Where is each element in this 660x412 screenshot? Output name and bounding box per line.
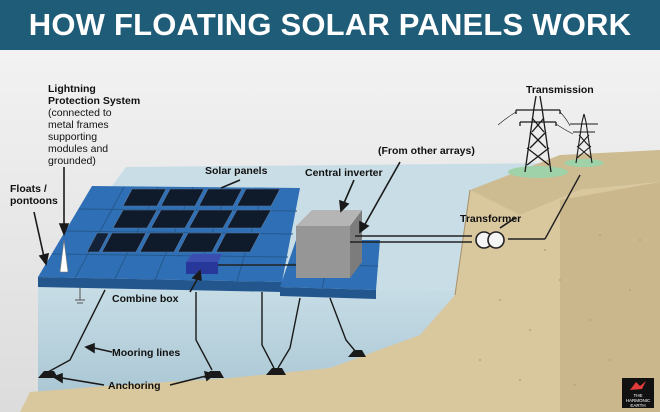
label-lightning-note-5: grounded) <box>48 155 96 167</box>
grounding-wire <box>75 287 85 304</box>
solar-panel-grid <box>86 188 281 253</box>
label-combine-box: Combine box <box>112 293 179 305</box>
label-lightning-note-2: metal frames <box>48 119 109 131</box>
page-title: HOW FLOATING SOLAR PANELS WORK <box>28 7 632 42</box>
publisher-logo <box>622 378 654 408</box>
label-mooring-lines: Mooring lines <box>112 347 180 359</box>
bird-icon <box>630 381 646 390</box>
cables <box>218 174 581 266</box>
label-lightning-title-1: Lightning <box>48 83 96 95</box>
logo-line-1: THE <box>633 393 643 398</box>
transformer-icon <box>475 231 505 249</box>
label-central-inverter: Central inverter <box>305 167 383 179</box>
title-banner: HOW FLOATING SOLAR PANELS WORK <box>0 0 660 50</box>
ground-side <box>560 182 660 412</box>
diagram-labels: Lightning Protection System (connected t… <box>10 83 594 392</box>
tower-base-right <box>564 159 604 167</box>
mooring-lines <box>47 289 357 373</box>
label-solar-panels: Solar panels <box>205 165 268 177</box>
label-pointers <box>33 161 516 386</box>
publisher-logo-text: THE HARMONIC EARTH <box>622 393 654 408</box>
label-transformer: Transformer <box>460 213 521 225</box>
label-lightning-note-1: (connected to <box>48 107 112 119</box>
label-floats-2: pontoons <box>10 195 58 207</box>
transmission-tower-small <box>570 113 598 164</box>
transmission-tower-large <box>515 95 561 173</box>
label-lightning-note-3: supporting <box>48 131 97 143</box>
logo-line-3: EARTH <box>630 403 646 408</box>
power-lines <box>497 111 574 135</box>
label-transmission: Transmission <box>526 84 594 96</box>
lightning-rod <box>59 239 69 273</box>
combine-box <box>186 254 222 274</box>
logo-line-2: HARMONIC <box>625 398 651 403</box>
label-lightning-title-2: Protection System <box>48 95 140 107</box>
tower-base-left <box>508 166 568 178</box>
label-floats-1: Floats / <box>10 183 47 195</box>
label-anchoring: Anchoring <box>108 380 161 392</box>
label-from-other-arrays: (From other arrays) <box>378 145 475 157</box>
label-lightning-note-4: modules and <box>48 143 108 155</box>
ground-top <box>470 150 660 215</box>
central-inverter <box>296 210 362 278</box>
ground-texture <box>479 234 641 386</box>
